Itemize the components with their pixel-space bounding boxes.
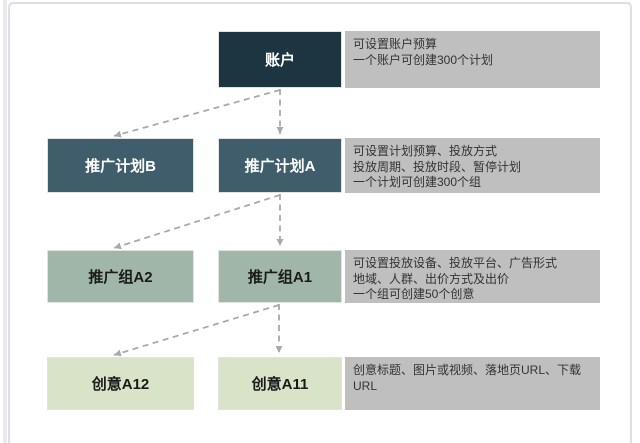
- creative-a11-box: 创意A11: [218, 357, 342, 410]
- creative-note: 创意标题、图片或视频、落地页URL、下载 URL: [345, 357, 600, 410]
- note-line: 可设置账户预算: [353, 37, 438, 51]
- creative-a12-box: 创意A12: [47, 357, 194, 410]
- note-line: 一个计划可创建300个组: [353, 175, 482, 189]
- account-box: 账户: [218, 31, 342, 88]
- note-line: 创意标题、图片或视频、落地页URL、下载: [353, 363, 582, 377]
- note-line: 一个组可创建50个创意: [353, 287, 475, 301]
- note-line: 一个账户可创建300个计划: [353, 52, 494, 67]
- group-a2-box: 推广组A2: [47, 250, 194, 303]
- note-line: 可设置投放设备、投放平台、广告形式: [353, 256, 558, 270]
- group-a1-box: 推广组A1: [218, 250, 342, 303]
- page-edge-strip: [3, 0, 7, 443]
- note-line: URL: [353, 378, 378, 393]
- group-note: 可设置投放设备、投放平台、广告形式 地域、人群、出价方式及出价 一个组可创建50…: [345, 250, 600, 303]
- campaign-a-box: 推广计划A: [218, 138, 342, 193]
- account-note: 可设置账户预算 一个账户可创建300个计划: [345, 31, 600, 88]
- note-line: 地域、人群、出价方式及出价: [353, 271, 510, 286]
- campaign-b-box: 推广计划B: [47, 138, 194, 193]
- note-line: 投放周期、投放时段、暂停计划: [353, 159, 522, 174]
- campaign-note: 可设置计划预算、投放方式 投放周期、投放时段、暂停计划 一个计划可创建300个组: [345, 138, 600, 193]
- note-line: 可设置计划预算、投放方式: [353, 144, 498, 158]
